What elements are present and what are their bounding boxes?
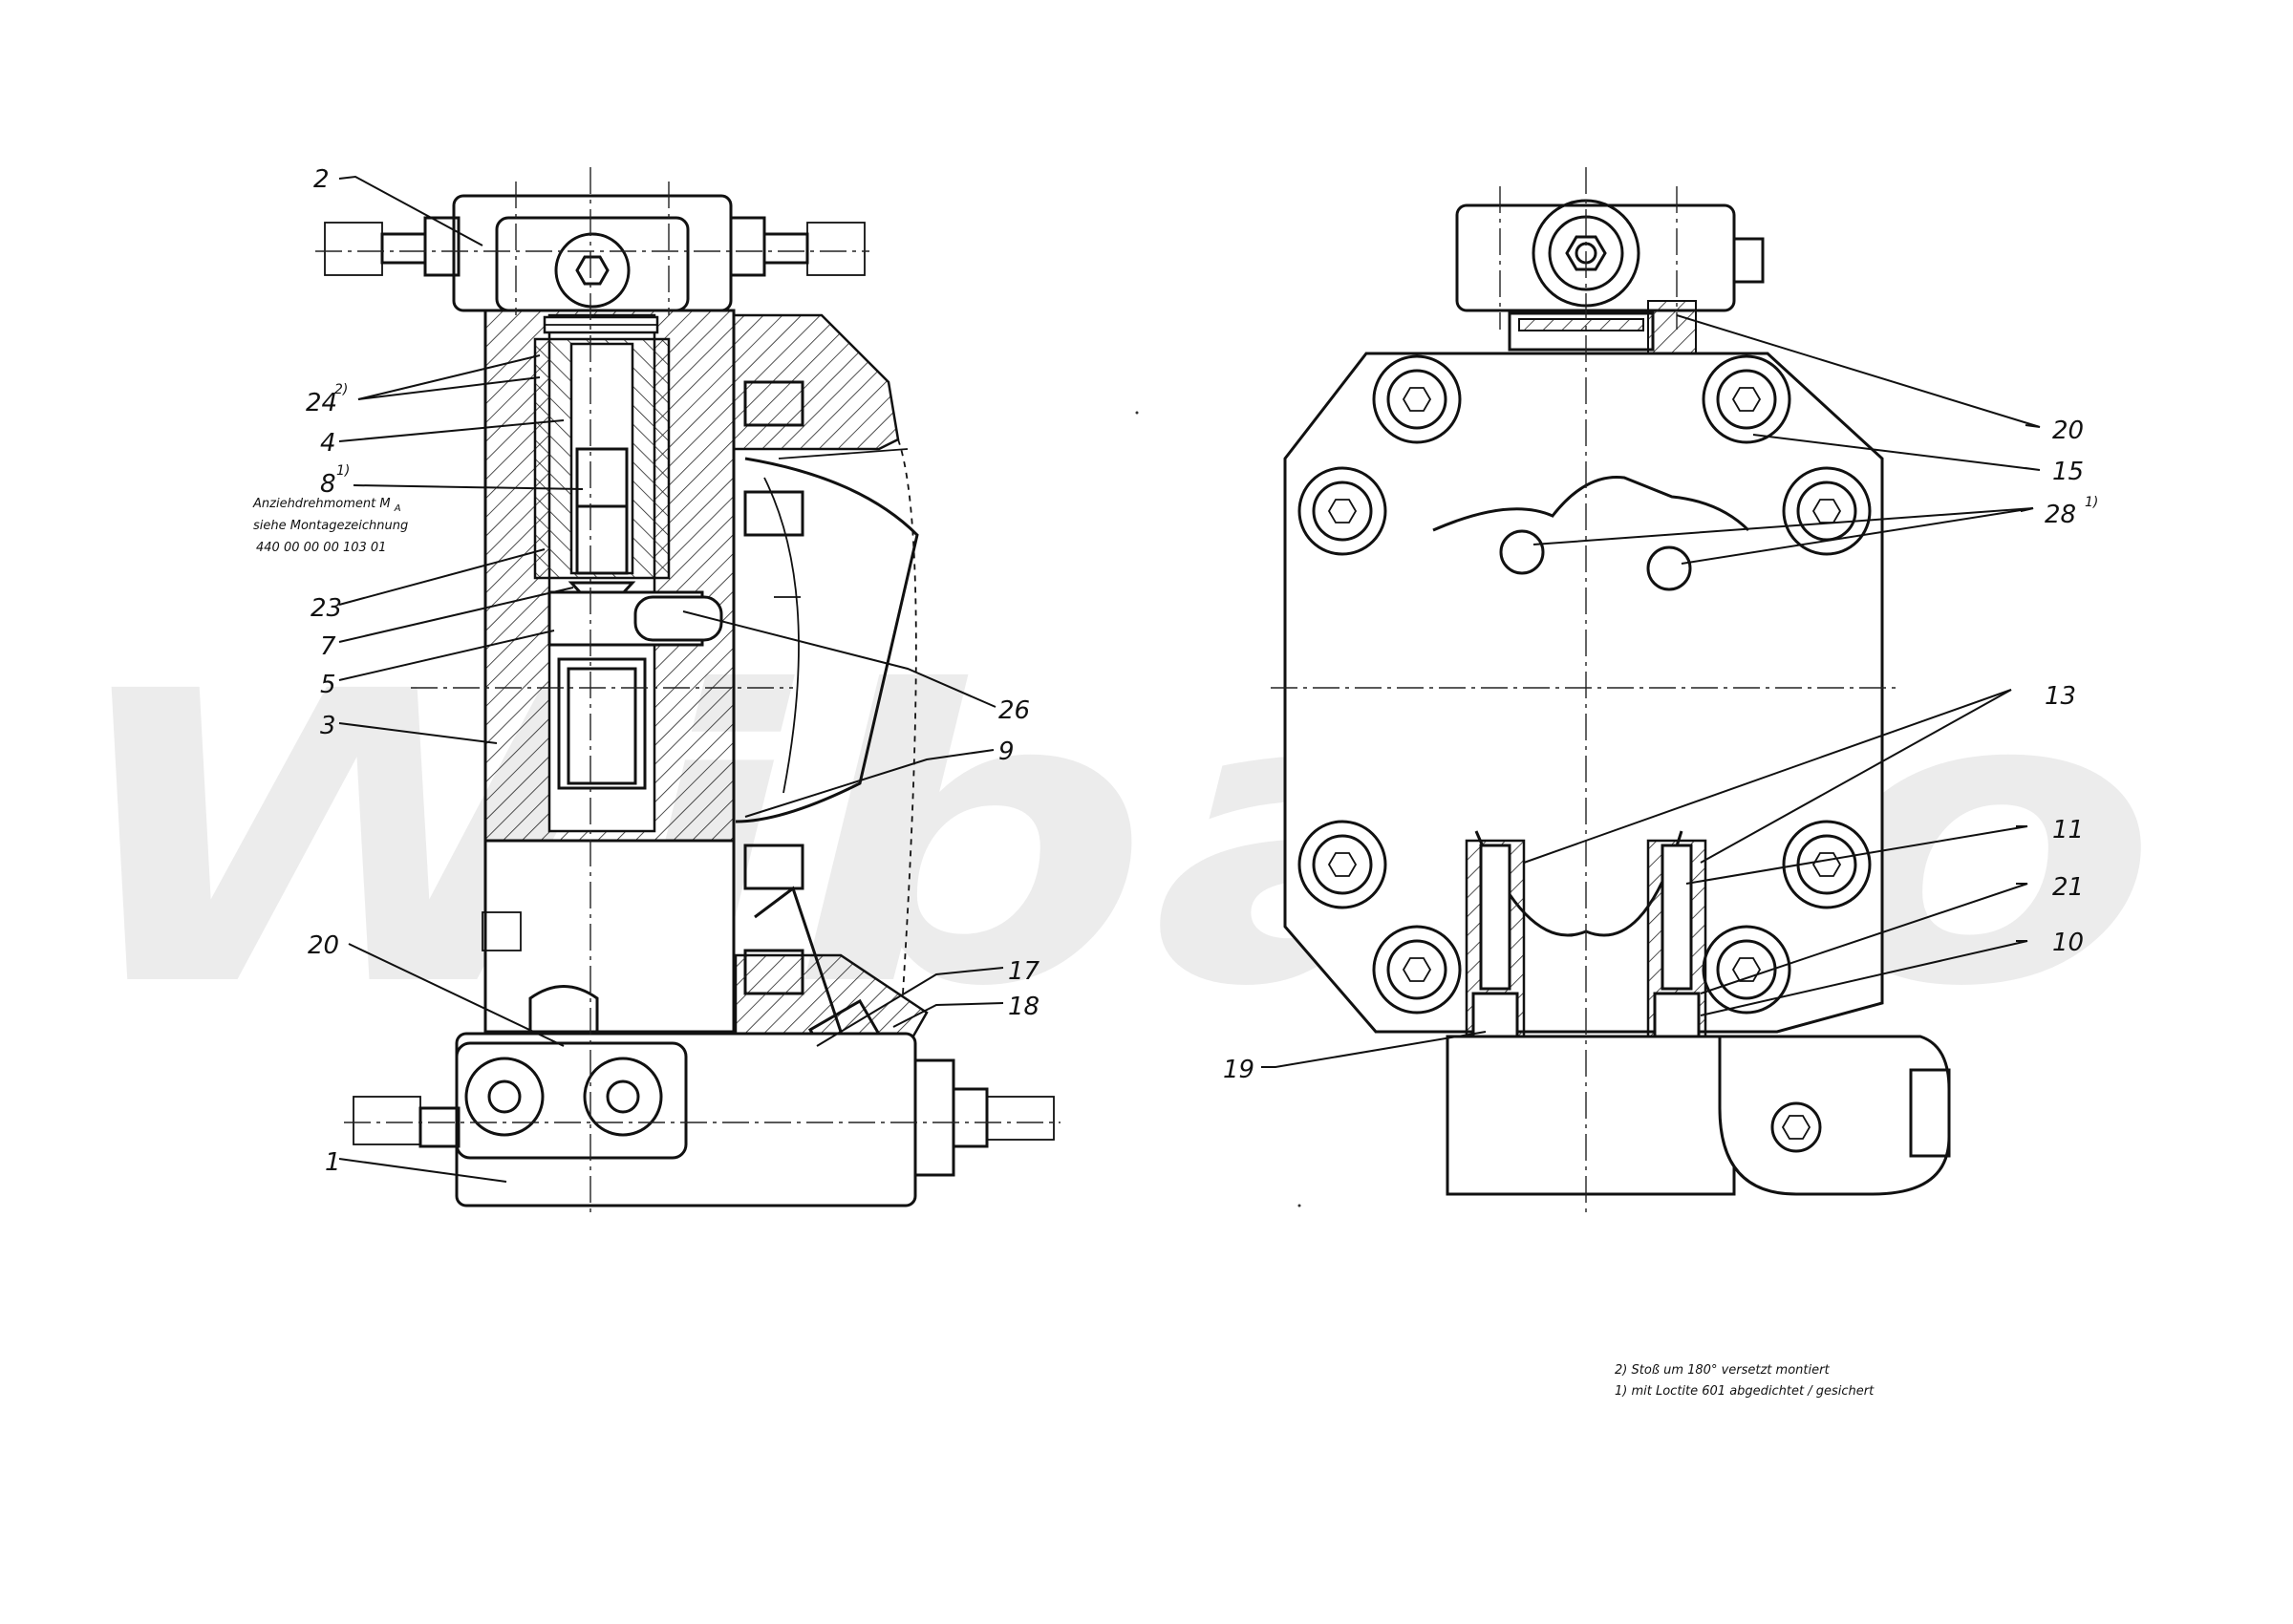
callout-24-note: 2) (334, 382, 348, 397)
callout-13: 13 (2045, 682, 2076, 711)
callout-9: 9 (998, 737, 1015, 766)
footnote-2: 1) mit Loctite 601 abgedichtet / gesiche… (1615, 1384, 1875, 1399)
bolt-array (1297, 354, 1872, 1015)
callout-28-note: 1) (2085, 495, 2098, 510)
callout-17: 17 (1008, 957, 1040, 986)
leader-lines (338, 175, 2041, 1183)
valve-right (1646, 839, 1707, 1043)
callout-18: 18 (1008, 993, 1039, 1021)
callout-15: 15 (2052, 458, 2084, 486)
right-labels: 20 15 28 1) 13 11 21 10 19 (1223, 417, 2098, 1084)
callout-1: 1 (325, 1148, 341, 1177)
left-labels: 2 24 2) 4 8 1) 23 7 5 3 20 1 26 9 17 18 … (252, 165, 1040, 1177)
torque-note-line3: 440 00 00 00 103 01 (256, 541, 386, 555)
callout-21: 21 (2052, 873, 2084, 902)
callout-10: 10 (2052, 929, 2084, 957)
right-bottom-block (1446, 1035, 1951, 1196)
callout-23: 23 (311, 594, 342, 623)
footnote-1: 2) Stoß um 180° versetzt montiert (1615, 1363, 1830, 1378)
callout-4: 4 (320, 429, 336, 458)
callout-2: 2 (313, 165, 330, 194)
footnotes: 2) Stoß um 180° versetzt montiert 1) mit… (1615, 1363, 1875, 1399)
torque-note: Anziehdrehmoment M A siehe Montagezeichn… (252, 497, 408, 555)
top-cover (324, 194, 866, 312)
valve-left (1465, 839, 1526, 1043)
main-housing (483, 309, 736, 843)
left-section-view (315, 167, 1061, 1213)
callout-7: 7 (320, 632, 336, 661)
callout-26: 26 (998, 696, 1030, 725)
callout-20-right: 20 (2052, 417, 2084, 445)
svg-text:Anziehdrehmoment M A: Anziehdrehmoment M A (252, 497, 401, 514)
callout-19: 19 (1223, 1056, 1254, 1084)
lower-housing (482, 839, 929, 1069)
right-front-view (1271, 167, 1951, 1218)
torque-note-line1: Anziehdrehmoment M (252, 497, 391, 511)
callout-11: 11 (2052, 816, 2084, 844)
drive-side (732, 313, 919, 995)
bottom-block (353, 1032, 1055, 1207)
callout-5: 5 (320, 671, 336, 699)
callout-8-note: 1) (336, 463, 350, 479)
front-plate (1283, 352, 1884, 1034)
callout-24: 24 (306, 389, 337, 417)
torque-note-subscript: A (394, 503, 401, 514)
torque-note-line2: siehe Montagezeichnung (253, 519, 408, 533)
callout-3: 3 (320, 712, 336, 740)
callout-8: 8 (320, 470, 336, 499)
callout-28: 28 (2045, 501, 2076, 529)
callout-20-left: 20 (308, 931, 339, 960)
top-fitting (1455, 199, 1765, 354)
